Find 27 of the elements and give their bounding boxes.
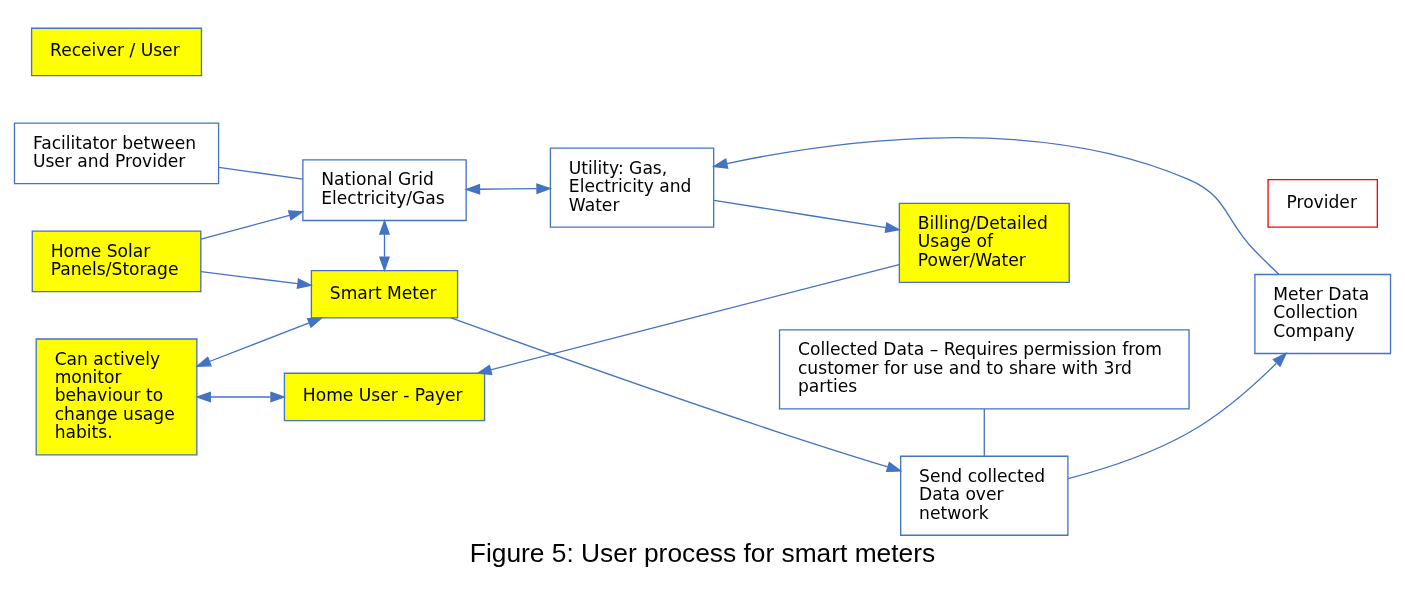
- arrow: [713, 199, 902, 233]
- arrow: [464, 183, 553, 195]
- arrow: [711, 137, 1280, 275]
- node-box: Utility: Gas, Electricity and Water: [549, 147, 715, 228]
- node-box: Receiver / User: [30, 27, 203, 77]
- node-box: Provider: [1267, 179, 1378, 228]
- arrow: [195, 317, 324, 367]
- node-box: Home Solar Panels/Storage: [31, 230, 202, 293]
- arrow: [200, 210, 305, 240]
- node-box: Billing/Detailed Usage of Power/Water: [898, 202, 1070, 284]
- node-box: National Grid Electricity/Gas: [302, 159, 467, 222]
- arrow: [450, 317, 903, 473]
- node-box: Smart Meter: [310, 269, 459, 319]
- node-box: Facilitator between User and Provider: [13, 122, 220, 185]
- node-box: Can actively monitor behaviour to change usage habits.: [35, 338, 198, 456]
- arrow: [1067, 352, 1288, 480]
- arrow: [475, 263, 900, 376]
- connector: [218, 166, 304, 180]
- node-box: Home User - Payer: [283, 372, 486, 422]
- node-box: Collected Data – Requires permission from customer for use and to share with 3rd parties: [778, 329, 1190, 410]
- node-box: Send collected Data over network: [900, 455, 1069, 536]
- connector: [983, 408, 985, 457]
- node-box: Meter Data Collection Company: [1254, 273, 1392, 355]
- arrow: [200, 271, 313, 290]
- arrow: [378, 218, 391, 273]
- arrow: [195, 391, 287, 403]
- caption: Figure 5: User process for smart meters: [469, 537, 936, 568]
